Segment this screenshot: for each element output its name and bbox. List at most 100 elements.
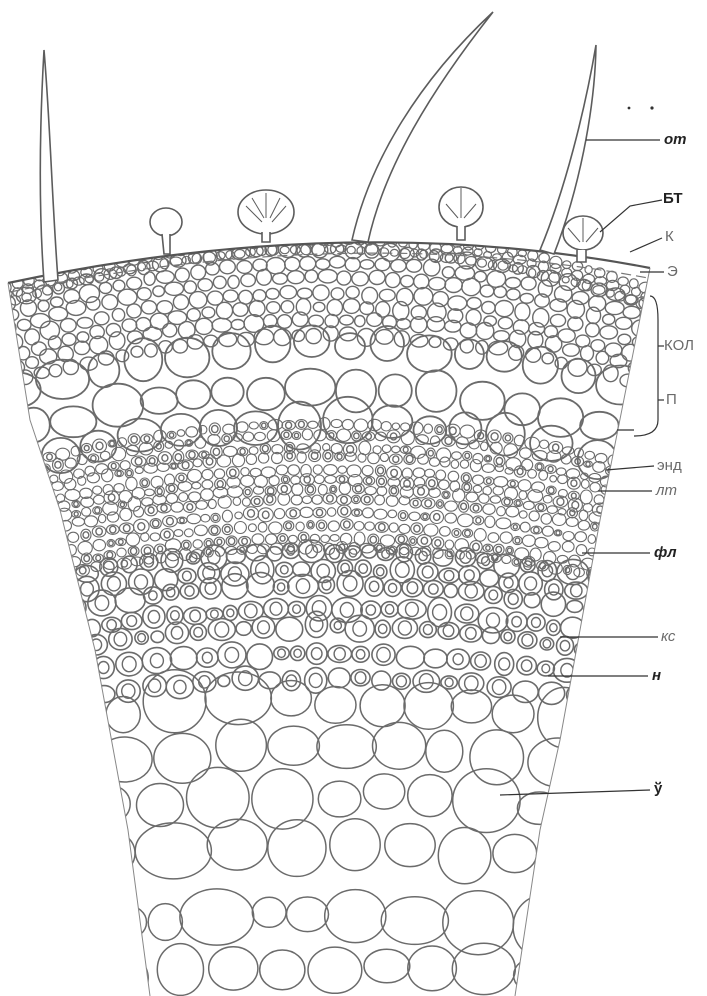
cell — [675, 505, 686, 516]
cell — [648, 527, 659, 539]
cell — [14, 554, 29, 567]
cell — [297, 288, 312, 298]
cell — [107, 512, 119, 522]
cell — [631, 471, 641, 482]
cell-lumen — [638, 535, 643, 541]
cell — [43, 495, 56, 505]
cell — [93, 486, 102, 494]
label-e: Э — [667, 264, 678, 279]
cell — [178, 322, 195, 339]
cell — [359, 441, 371, 455]
cell-lumen — [258, 621, 270, 634]
cell-lumen — [293, 605, 301, 614]
cell-lumen — [393, 456, 399, 463]
cell-lumen — [398, 536, 404, 543]
cell-lumen — [142, 480, 148, 486]
leader-end — [606, 466, 654, 470]
cell — [485, 516, 495, 528]
cell — [174, 530, 183, 537]
cell — [386, 273, 401, 288]
cell — [401, 423, 410, 431]
cell — [677, 660, 692, 673]
cell — [659, 319, 670, 330]
cell — [377, 486, 387, 495]
cell — [632, 594, 661, 616]
cell-lumen — [294, 433, 298, 438]
cell — [23, 747, 58, 783]
cell — [634, 546, 643, 553]
cell — [550, 314, 565, 326]
label-ks: кс — [661, 629, 675, 644]
cell — [651, 302, 667, 318]
cell — [328, 668, 350, 688]
cell — [54, 533, 66, 547]
cell-lumen — [461, 503, 467, 509]
cell — [439, 480, 450, 490]
cell — [586, 323, 600, 337]
cell — [375, 620, 390, 637]
cell — [567, 600, 583, 612]
cell-lumen — [20, 470, 26, 477]
cell-lumen — [595, 694, 606, 706]
cell — [243, 432, 254, 441]
cell-lumen — [465, 676, 478, 691]
cell — [141, 533, 149, 542]
cell-lumen — [331, 487, 335, 492]
cell — [91, 256, 100, 264]
cell — [273, 273, 288, 284]
cell — [328, 227, 341, 236]
label-lt: лт — [656, 483, 677, 498]
cell — [176, 380, 210, 409]
cell — [515, 303, 530, 321]
cell — [190, 624, 206, 640]
cell — [184, 529, 193, 537]
cell — [441, 244, 453, 253]
cell — [277, 534, 287, 544]
cell — [424, 649, 447, 668]
cell — [62, 333, 76, 345]
cell — [249, 447, 258, 455]
cell-lumen — [589, 604, 600, 616]
cell — [6, 473, 16, 481]
cell-lumen — [396, 562, 410, 577]
cell — [141, 301, 156, 314]
cell — [440, 527, 451, 537]
cell — [638, 379, 650, 391]
cell-lumen — [171, 627, 182, 640]
cell — [424, 581, 444, 598]
cell — [545, 579, 563, 600]
cell — [557, 636, 574, 655]
cell-lumen — [355, 672, 366, 684]
cell-lumen — [464, 570, 474, 581]
cell — [578, 521, 589, 531]
cell — [608, 795, 647, 831]
cell-lumen — [619, 652, 627, 661]
cell — [134, 519, 150, 534]
cell — [49, 364, 62, 376]
cell — [596, 560, 608, 573]
cell — [430, 511, 444, 524]
cell — [649, 702, 666, 717]
cell — [389, 523, 398, 532]
cell-lumen — [256, 562, 269, 577]
cell-lumen — [120, 502, 124, 506]
cell — [268, 726, 320, 765]
cell — [612, 553, 621, 561]
cell — [376, 302, 390, 318]
cell-lumen — [418, 488, 425, 496]
cell — [53, 667, 70, 680]
cell — [605, 301, 624, 314]
cell — [124, 248, 133, 258]
cell-lumen — [510, 481, 515, 486]
cell — [13, 543, 23, 553]
cell — [604, 516, 616, 527]
cell — [195, 318, 212, 334]
cell — [35, 476, 49, 486]
cell — [598, 644, 615, 658]
cell-lumen — [110, 526, 116, 533]
cell — [596, 351, 609, 364]
cell — [458, 514, 474, 527]
cell-lumen — [262, 511, 269, 518]
cell-lumen — [429, 584, 438, 594]
cell-lumen — [341, 507, 348, 515]
